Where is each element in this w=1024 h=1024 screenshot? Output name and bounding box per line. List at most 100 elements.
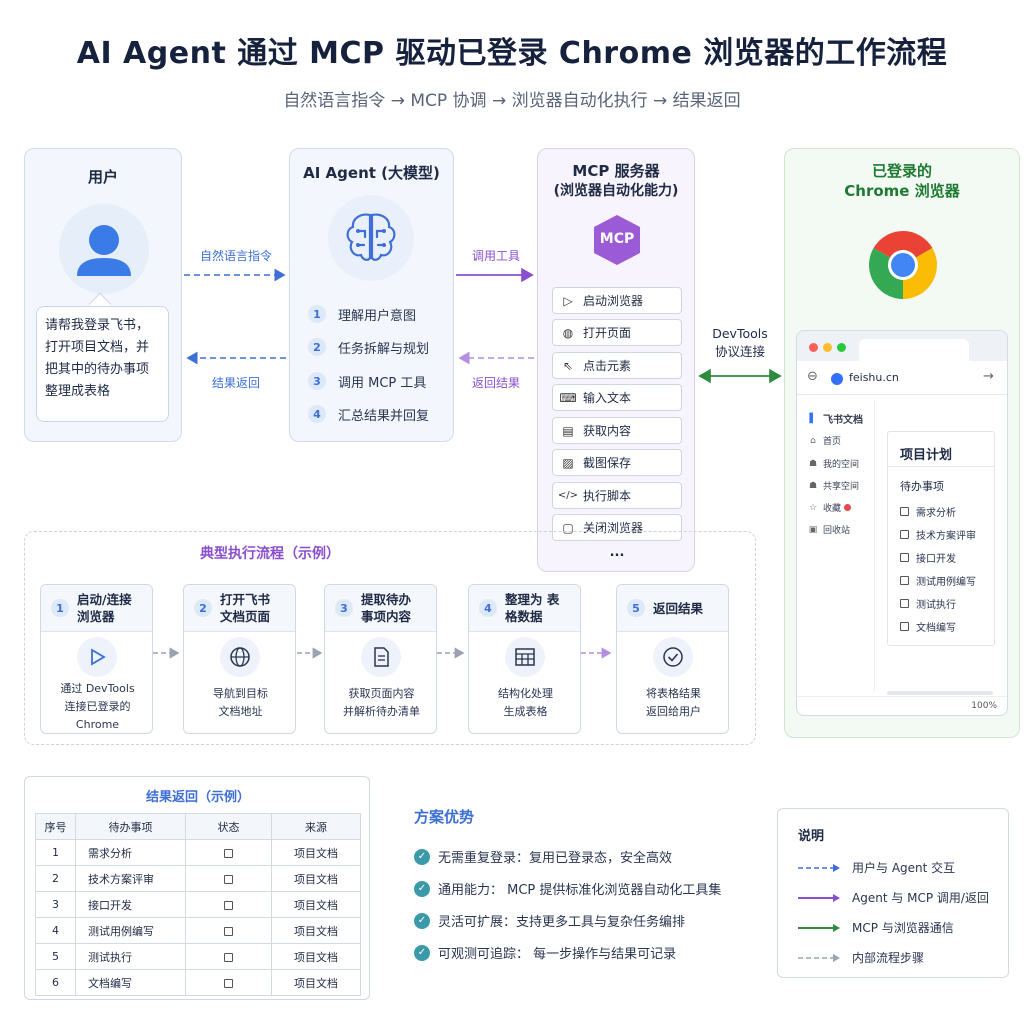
- checkbox[interactable]: [224, 952, 233, 962]
- checkbox[interactable]: [224, 900, 233, 910]
- cell-task: 文档编写: [75, 969, 186, 996]
- checkbox[interactable]: [900, 599, 909, 608]
- sidebar-item-shared-space[interactable]: ☗共享空间: [807, 479, 859, 493]
- nav-icon[interactable]: ⊖: [807, 369, 818, 384]
- mcp-panel-title-line2: (浏览器自动化能力): [553, 183, 679, 199]
- todo-label: 技术方案评审: [916, 531, 976, 542]
- step-desc: 并解析待办清单: [343, 705, 420, 718]
- table-header-row: 序号 待办事项 状态 来源: [35, 813, 361, 840]
- space-icon: ☗: [808, 458, 818, 469]
- step-title: 返回结果: [653, 600, 704, 616]
- tool-run-script: </>执行脚本: [552, 482, 682, 509]
- sidebar-item-docs[interactable]: ▌飞书文档: [807, 411, 863, 427]
- cell-status: [185, 839, 272, 866]
- url-text[interactable]: feishu.cn: [849, 371, 899, 384]
- step-number: 2: [308, 338, 326, 356]
- step-label: 任务拆解与规划: [338, 341, 430, 357]
- checkbox[interactable]: [900, 553, 909, 562]
- cell-source: 项目文档: [271, 943, 361, 970]
- code-icon: </>: [557, 490, 579, 501]
- step-number: 4: [308, 405, 326, 423]
- cell-status: [185, 865, 272, 892]
- tool-launch-browser: ▷启动浏览器: [552, 287, 682, 314]
- avatar: [59, 204, 149, 294]
- cell-status: [185, 969, 272, 996]
- sidebar-item-home[interactable]: ⌂首页: [807, 434, 842, 448]
- shared-icon: ☗: [808, 480, 818, 491]
- checkbox[interactable]: [900, 507, 909, 516]
- checkbox[interactable]: [224, 978, 233, 988]
- step-desc: Chrome: [75, 718, 120, 731]
- status-divider: [797, 696, 1007, 697]
- todo-item[interactable]: 文档编写: [900, 619, 956, 634]
- step-desc: 获取页面内容: [348, 687, 415, 700]
- cursor-icon: ⇖: [562, 358, 574, 373]
- label-devtools-line2: 协议连接: [714, 344, 765, 359]
- arrow-right-icon[interactable]: →: [983, 369, 994, 384]
- browser-titlebar: [797, 331, 1007, 361]
- page-title: AI Agent 通过 MCP 驱动已登录 Chrome 浏览器的工作流程: [76, 36, 948, 71]
- checkbox[interactable]: [900, 576, 909, 585]
- advantages-title: 方案优势: [414, 808, 475, 826]
- tool-click-element: ⇖点击元素: [552, 352, 682, 379]
- tool-input-text: ⌨输入文本: [552, 384, 682, 411]
- legend-label: Agent 与 MCP 调用/返回: [852, 891, 989, 905]
- step-number: 1: [51, 599, 69, 617]
- checkbox[interactable]: [224, 848, 233, 858]
- checkbox[interactable]: [900, 530, 909, 539]
- todo-item[interactable]: 测试执行: [900, 596, 956, 611]
- todo-label: 接口开发: [916, 554, 956, 565]
- todo-item[interactable]: 测试用例编写: [900, 573, 976, 588]
- step-title: 整理为 表格数据: [505, 592, 560, 624]
- step-desc: 通过 DevTools: [60, 682, 135, 695]
- agent-step: 2 任务拆解与规划: [308, 335, 429, 359]
- cell-task: 测试用例编写: [75, 917, 186, 944]
- close-dot-icon: [809, 343, 818, 352]
- browser-tab[interactable]: [859, 339, 969, 361]
- advantage-text: 可观测可追踪： 每一步操作与结果可记录: [438, 947, 677, 962]
- star-icon: ☆: [808, 502, 818, 513]
- legend-line-purple: [798, 893, 840, 902]
- square-icon: ▢: [562, 520, 574, 535]
- minimize-dot-icon: [823, 343, 832, 352]
- cell-source: 项目文档: [271, 969, 361, 996]
- todo-item[interactable]: 接口开发: [900, 550, 956, 565]
- horizontal-scrollbar[interactable]: [887, 691, 993, 695]
- checkbox[interactable]: [900, 622, 909, 631]
- advantage-item: ✓无需重复登录：复用已登录态，安全高效: [414, 847, 672, 866]
- sidebar-item-trash[interactable]: ▣回收站: [807, 523, 850, 537]
- step-number: 1: [308, 305, 326, 323]
- advantage-text: 灵活可扩展：支持更多工具与复杂任务编排: [438, 915, 686, 930]
- sidebar-item-favorites[interactable]: ☆收藏: [807, 501, 852, 514]
- tool-label: 输入文本: [583, 391, 632, 405]
- sidebar-label: 首页: [823, 437, 842, 447]
- todo-item[interactable]: 技术方案评审: [900, 527, 976, 542]
- cell-task: 技术方案评审: [75, 865, 186, 892]
- address-bar[interactable]: ⊖ feishu.cn →: [797, 361, 1007, 395]
- legend-label: 内部流程步骤: [852, 951, 925, 965]
- step-desc: 生成表格: [503, 705, 548, 718]
- step-title: 提取待办 事项内容: [361, 592, 412, 624]
- sidebar-item-my-space[interactable]: ☗我的空间: [807, 457, 859, 471]
- checkbox[interactable]: [224, 926, 233, 936]
- check-circle-icon: [653, 637, 693, 677]
- browser-window: ⊖ feishu.cn → ▌飞书文档 ⌂首页 ☗我的空间 ☗共享空间 ☆收藏 …: [796, 330, 1008, 716]
- step-desc: 文档地址: [218, 705, 263, 718]
- todo-item[interactable]: 需求分析: [900, 504, 956, 519]
- todo-label: 需求分析: [916, 508, 956, 519]
- checkbox[interactable]: [224, 874, 233, 884]
- tool-label: 打开页面: [583, 326, 632, 340]
- step-number: 3: [308, 372, 326, 390]
